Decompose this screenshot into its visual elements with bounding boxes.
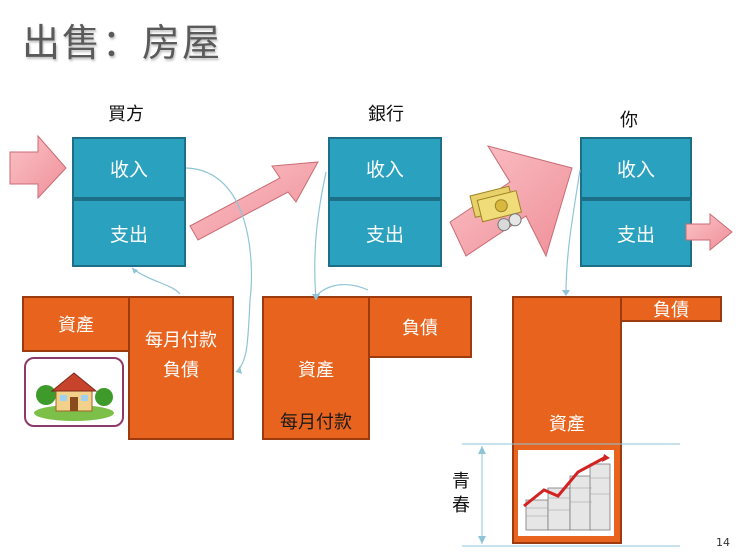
bank-income-box: 收入 (328, 137, 442, 199)
you-label: 你 (620, 110, 638, 131)
bank-connector (314, 171, 327, 301)
incoming-arrow (9, 134, 67, 200)
bank-assets-label: 資產 (298, 360, 334, 381)
buyer-liabilities-label: 負債 (163, 360, 199, 381)
cash-stacks-icon (523, 454, 611, 531)
buyer-to-bank-arrow (189, 161, 319, 241)
bank-monthly-payment-label: 每月付款 (280, 412, 352, 433)
bank-liabilities-label: 負債 (402, 318, 438, 339)
page-number: 14 (716, 536, 730, 549)
outgoing-arrow (685, 212, 733, 252)
buyer-income-box: 收入 (72, 137, 186, 199)
cash-stacks-frame (518, 450, 614, 536)
you-liabilities-label: 負債 (653, 300, 689, 321)
you-expense-box: 支出 (580, 199, 692, 267)
bank-assets-connector (315, 284, 369, 297)
bank-liabilities-box: 負債 (368, 296, 472, 358)
you-income-label: 收入 (616, 158, 655, 181)
youth-label-line2: 春 (452, 495, 470, 516)
slide-title: 出售：房屋 (22, 21, 223, 65)
buyer-assets-label: 資產 (58, 315, 94, 336)
youth-label-line1: 青 (452, 471, 470, 492)
buyer-income-label: 收入 (109, 158, 148, 181)
bank-expense-label: 支出 (365, 223, 404, 246)
buyer-assets-box: 資產 (22, 296, 130, 352)
youth-label: 青 春 (452, 470, 470, 518)
buyer-liabilities-box: 每月付款 負債 (128, 296, 234, 440)
bank-label: 銀行 (368, 104, 404, 125)
buyer-label: 買方 (108, 104, 144, 125)
bank-assets-box: 資產 每月付款 (262, 296, 370, 440)
buyer-expense-box: 支出 (72, 199, 186, 267)
buyer-connector-right (185, 167, 252, 373)
house-asset-frame (24, 357, 124, 427)
buyer-monthly-payment-label: 每月付款 (145, 330, 217, 351)
you-liabilities-box: 負債 (620, 296, 722, 322)
buyer-expense-label: 支出 (109, 223, 148, 246)
you-expense-label: 支出 (616, 223, 655, 246)
money-icon (469, 185, 523, 232)
bank-expense-box: 支出 (328, 199, 442, 267)
you-connector (565, 169, 581, 295)
house-icon (34, 372, 114, 421)
you-income-box: 收入 (580, 137, 692, 199)
buyer-connector-bottom (131, 267, 181, 295)
you-assets-label: 資產 (549, 414, 585, 435)
bank-income-label: 收入 (365, 158, 404, 181)
